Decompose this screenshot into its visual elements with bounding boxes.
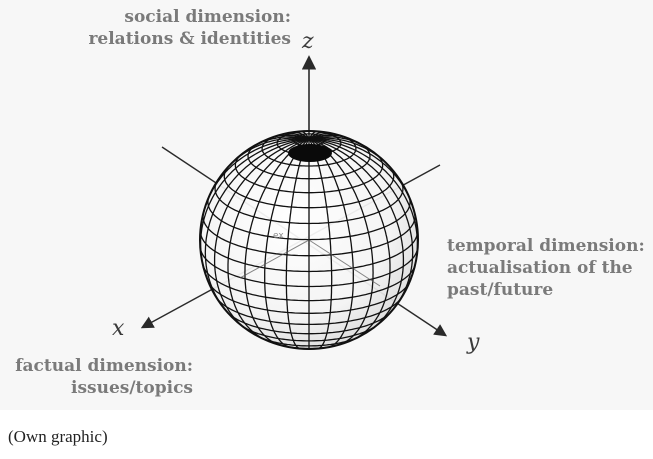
sphere-longitude-line bbox=[227, 138, 310, 342]
y-axis-label: y bbox=[467, 330, 480, 355]
sphere-diagram bbox=[140, 55, 448, 350]
social-label-line1: social dimension: bbox=[124, 7, 291, 27]
sphere-longitude-line bbox=[285, 138, 310, 349]
sphere-longitude-line bbox=[308, 138, 414, 314]
north-pole-cap bbox=[288, 144, 332, 162]
social-dimension-label: social dimension: relations & identities bbox=[88, 6, 291, 50]
factual-dimension-label: factual dimension: issues/topics bbox=[15, 355, 193, 399]
factual-label-line1: factual dimension: bbox=[15, 356, 193, 376]
x-axis-label: x bbox=[112, 316, 125, 341]
figure-panel: social dimension: relations & identities… bbox=[15, 6, 645, 399]
figure-caption: (Own graphic) bbox=[8, 427, 108, 446]
sphere-outline bbox=[199, 130, 419, 350]
axes-front-group bbox=[239, 239, 381, 287]
sphere-longitude-line bbox=[264, 138, 310, 349]
factual-label-line2: issues/topics bbox=[70, 378, 193, 398]
sphere-longitude-line bbox=[244, 138, 310, 347]
sphere-longitude-line bbox=[308, 138, 391, 342]
sphere-longitude-line bbox=[204, 138, 310, 314]
sphere-longitude-line bbox=[213, 138, 310, 334]
sphere-longitude-line bbox=[308, 138, 405, 334]
temporal-label-line1: temporal dimension: bbox=[447, 236, 645, 256]
temporal-dimension-label: temporal dimension: actualisation of the… bbox=[447, 235, 645, 301]
temporal-label-line3: past/future bbox=[447, 280, 554, 300]
temporal-label-line2: actualisation of the bbox=[447, 258, 633, 278]
sphere-center-tag: ex bbox=[273, 231, 284, 241]
social-label-line2: relations & identities bbox=[88, 29, 291, 49]
sphere-longitude-line bbox=[308, 138, 333, 349]
z-axis-label: z bbox=[302, 29, 314, 54]
sphere-longitude-line bbox=[308, 138, 354, 349]
sphere-longitude-line bbox=[308, 138, 374, 347]
sphere-grid bbox=[200, 131, 418, 349]
